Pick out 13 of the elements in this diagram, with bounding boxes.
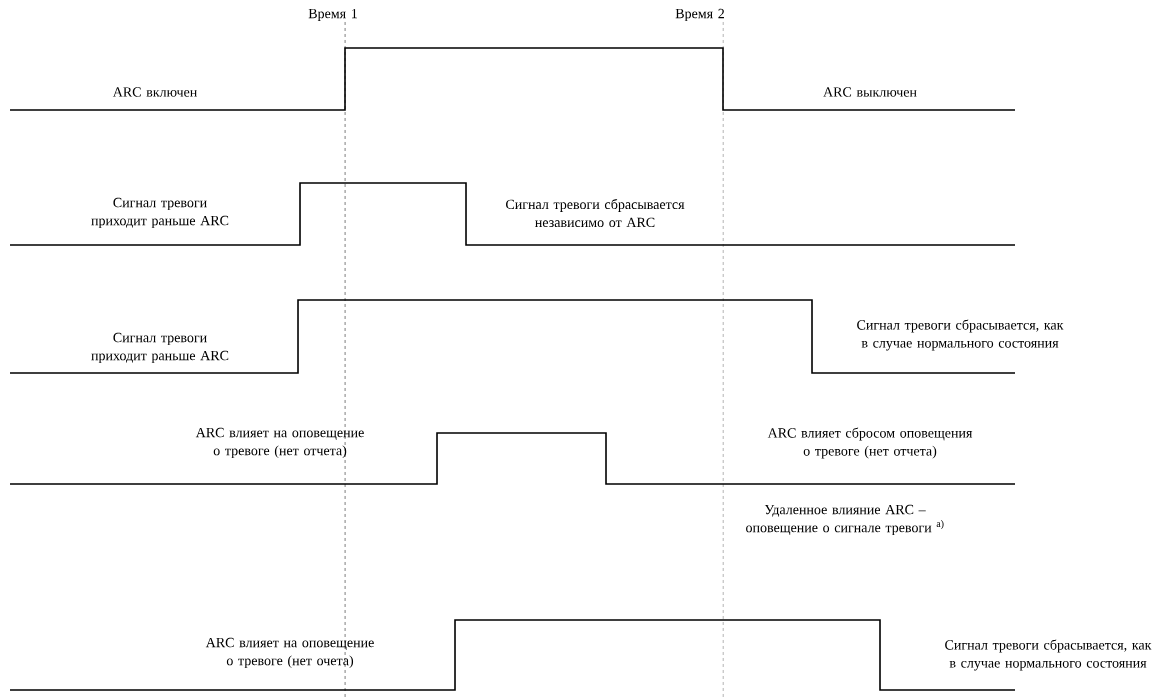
signal-label: ARC включен [112, 87, 197, 97]
signal-label: Время 2 [675, 8, 724, 22]
signal-label: Сигнал тревоги сбрасывается независимо от ARC [506, 198, 685, 228]
signal-label: Сигнал тревоги сбрасывается, как в случае нормального состояния [857, 319, 1064, 351]
signal-label: ARC выключен [823, 87, 917, 97]
signal-label: ARC влияет на оповещение о тревоге (нет очета) [205, 637, 374, 669]
signal-label: Удаленное влияние ARC – оповещение о сигнале тревоги $^{а)}$ [746, 504, 944, 536]
signal-label: Время 1 [308, 8, 357, 22]
signal-label: ARC влияет сбросом оповещения о тревоге (нет отчета) [767, 427, 973, 459]
signal-label: Сигнал тревоги приходит раньше ARC [91, 197, 229, 229]
signal-label: ARC влияет на оповещение о тревоге (нет отчета) [195, 427, 364, 459]
signal-label: Сигнал тревоги сбрасывается, как в случае нормального состояния [945, 639, 1152, 671]
signal-label: Сигнал тревоги приходит раньше ARC [91, 332, 229, 364]
